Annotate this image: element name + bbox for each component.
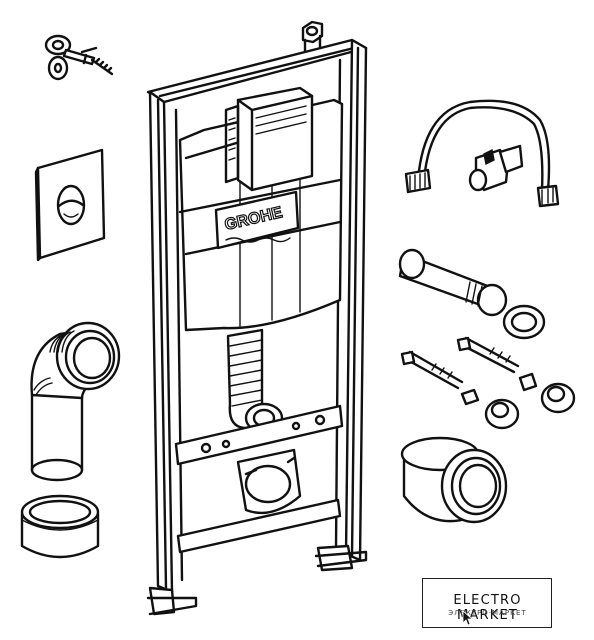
connection-ring-icon [20,494,100,559]
flush-pipe-icon [398,248,546,340]
mouse-pointer-icon [462,610,474,626]
connector-sleeve-icon [400,436,508,524]
flush-plate-icon [34,148,106,262]
elbow-pipe-icon [30,321,121,482]
flexible-hose-icon [404,99,560,208]
installation-frame-icon: GROHE [146,20,368,616]
watermark-subtitle: ЭЛЕКТРО·МАРКЕТ [448,609,527,617]
watermark-frame [422,578,552,628]
wall-bracket-set-icon [44,34,114,81]
electro-market-watermark: ELECTRO MARKET ЭЛЕКТРО·МАРКЕТ [422,578,552,628]
watermark-title: ELECTRO MARKET [453,593,522,623]
fixing-bolts-icon [400,336,576,430]
